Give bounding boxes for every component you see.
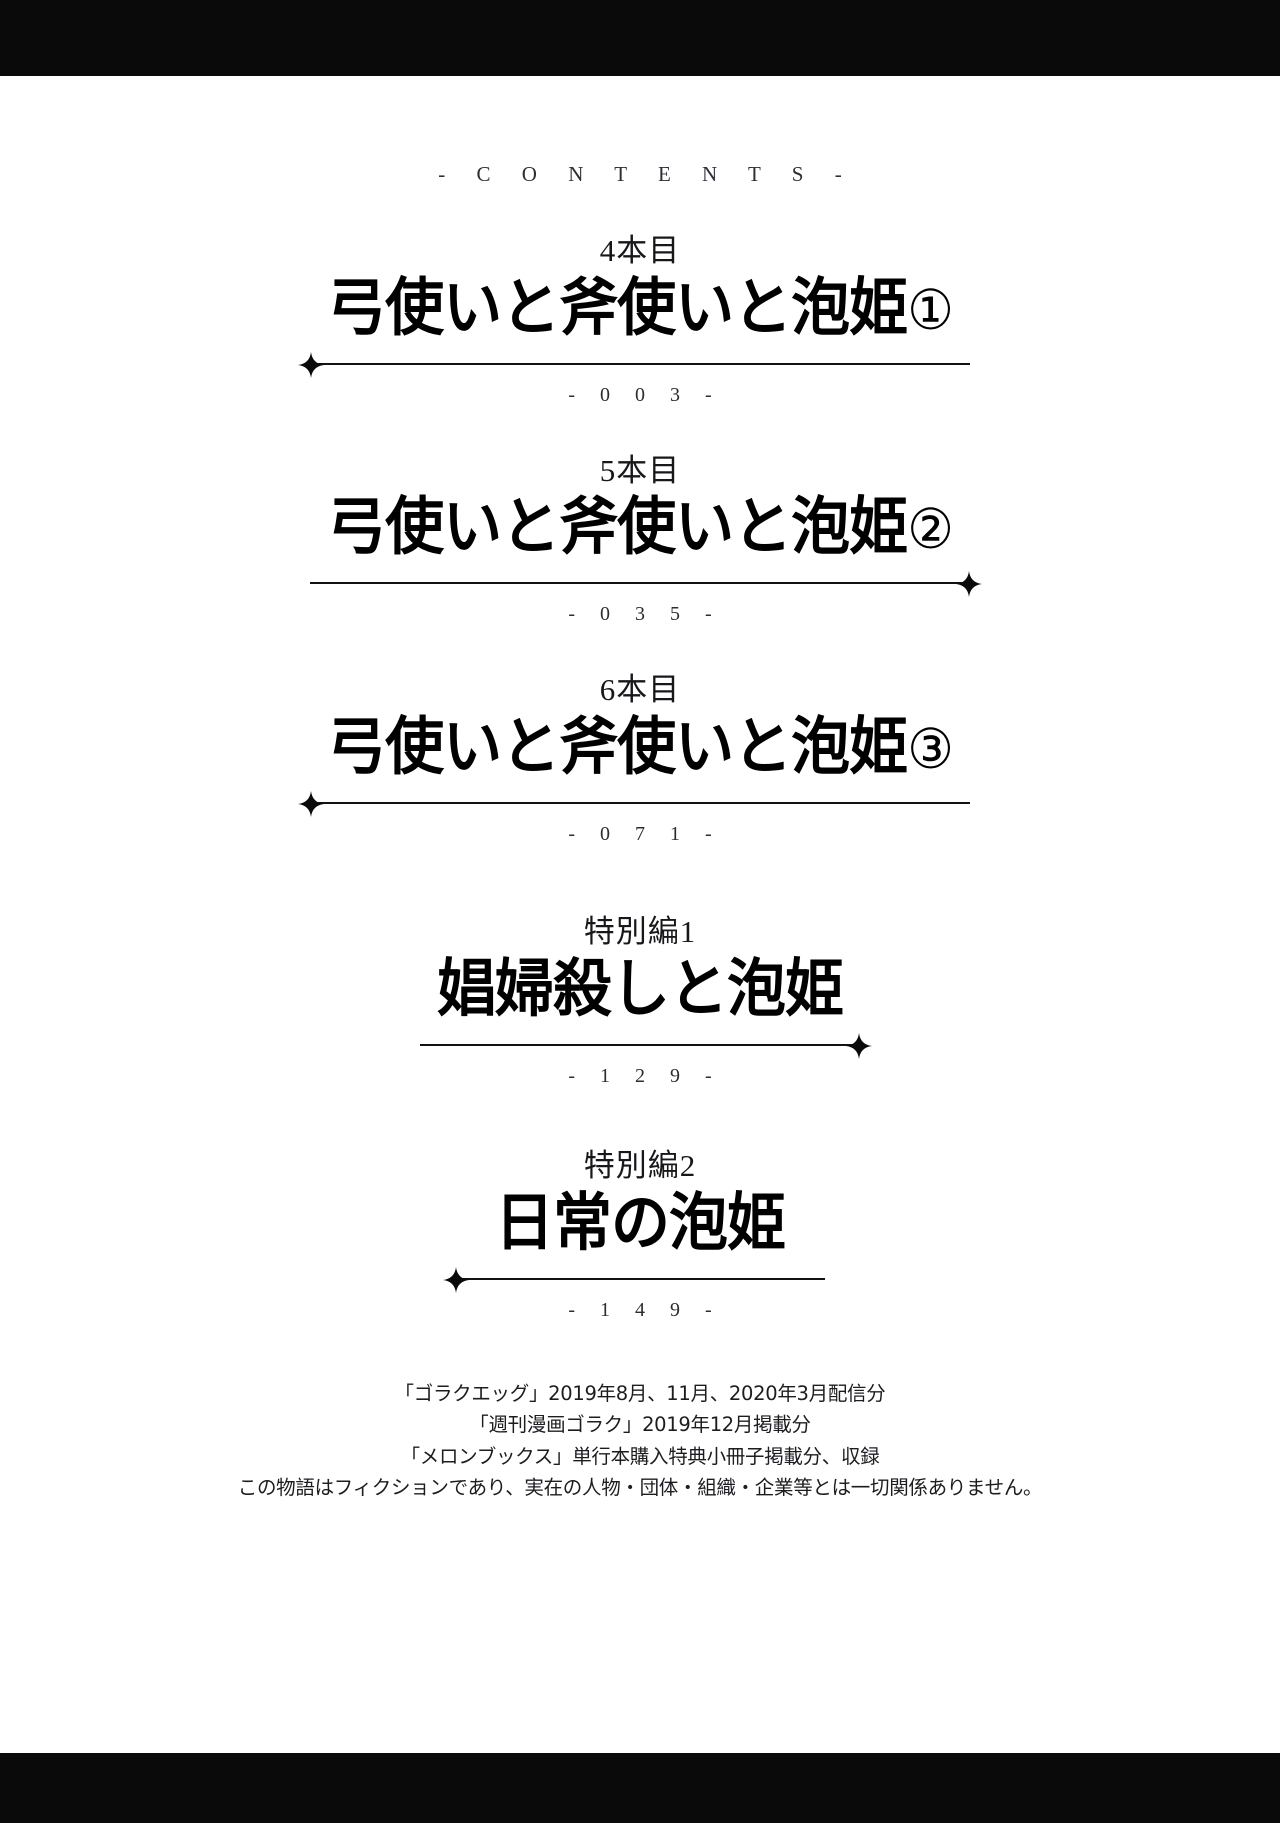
toc-entry[interactable]: 5本目弓使いと斧使いと泡姫② - 0 3 5 - [0, 453, 1280, 627]
divider-line [455, 1277, 825, 1280]
toc-entry[interactable]: 6本目弓使いと斧使いと泡姫③ - 0 7 1 - [0, 672, 1280, 846]
toc-entry-divider [298, 790, 970, 818]
toc-entry[interactable]: 4本目弓使いと斧使いと泡姫① - 0 0 3 - [0, 233, 1280, 407]
toc-entry-page-number: - 1 4 9 - [568, 1298, 722, 1321]
divider-line [310, 582, 970, 585]
toc-entry-page-number: - 0 3 5 - [568, 603, 722, 626]
page-sheet: - C O N T E N T S - 4本目弓使いと斧使いと泡姫①- 0 0 … [0, 76, 1280, 1753]
divider-line [420, 1043, 860, 1046]
toc-entry-subtitle: 6本目 [599, 672, 681, 708]
toc-entry-divider [310, 570, 982, 598]
four-point-star-icon [846, 1032, 872, 1059]
footer-line: 「メロンブックス」単行本購入特典小冊子掲載分、収録 [400, 1444, 880, 1468]
toc-entry-list: 4本目弓使いと斧使いと泡姫①- 0 0 3 -5本目弓使いと斧使いと泡姫②- 0… [0, 187, 1280, 1322]
toc-entry-title-text: 弓使いと斧使いと泡姫 [327, 270, 908, 344]
toc-entry-title-text: 弓使いと斧使いと泡姫 [327, 490, 908, 564]
toc-entry-part-number: ② [907, 498, 954, 563]
top-black-bar [0, 0, 1280, 76]
footer-line: 「ゴラクエッグ」2019年8月、11月、2020年3月配信分 [394, 1381, 886, 1405]
divider-line [310, 362, 970, 365]
toc-entry-subtitle: 特別編2 [583, 1147, 697, 1183]
toc-entry-subtitle: 5本目 [599, 452, 681, 488]
footer-line: この物語はフィクションであり、実在の人物・団体・組織・企業等とは一切関係ありませ… [237, 1476, 1043, 1500]
toc-entry-page-number: - 1 2 9 - [568, 1064, 722, 1087]
bottom-black-bar [0, 1753, 1280, 1823]
toc-entry-page-number: - 0 7 1 - [568, 823, 722, 846]
four-point-star-icon [956, 571, 982, 598]
footer-line: 「週刊漫画ゴラク」2019年12月掲載分 [469, 1413, 811, 1437]
toc-entry-divider [443, 1266, 825, 1293]
toc-entry-divider [420, 1032, 872, 1059]
toc-entry-title-text: 日常の泡姫 [494, 1185, 786, 1259]
four-point-star-icon [298, 791, 324, 818]
toc-entry-divider [298, 351, 970, 378]
toc-entry-title-text: 弓使いと斧使いと泡姫 [327, 709, 908, 784]
toc-entry-subtitle: 4本目 [599, 233, 681, 268]
four-point-star-icon [298, 351, 324, 378]
toc-entry-subtitle: 特別編1 [583, 914, 697, 950]
toc-entry-title[interactable]: 日常の泡姫 [494, 1185, 786, 1259]
footer-notes: 「ゴラクエッグ」2019年8月、11月、2020年3月配信分「週刊漫画ゴラク」2… [237, 1378, 1043, 1504]
toc-entry-title[interactable]: 弓使いと斧使いと泡姫③ [327, 709, 954, 784]
toc-entry-title[interactable]: 娼婦殺しと泡姫 [436, 951, 844, 1025]
four-point-star-icon [443, 1266, 469, 1293]
toc-entry-part-number: ① [907, 279, 954, 343]
divider-line [310, 802, 970, 805]
page-title: - C O N T E N T S - [438, 162, 855, 186]
toc-entry-title[interactable]: 弓使いと斧使いと泡姫② [327, 490, 954, 564]
toc-entry-title[interactable]: 弓使いと斧使いと泡姫① [327, 270, 954, 344]
toc-entry-part-number: ③ [907, 718, 954, 783]
toc-entry-title-text: 娼婦殺しと泡姫 [436, 951, 844, 1025]
toc-entry-page-number: - 0 0 3 - [568, 383, 722, 406]
